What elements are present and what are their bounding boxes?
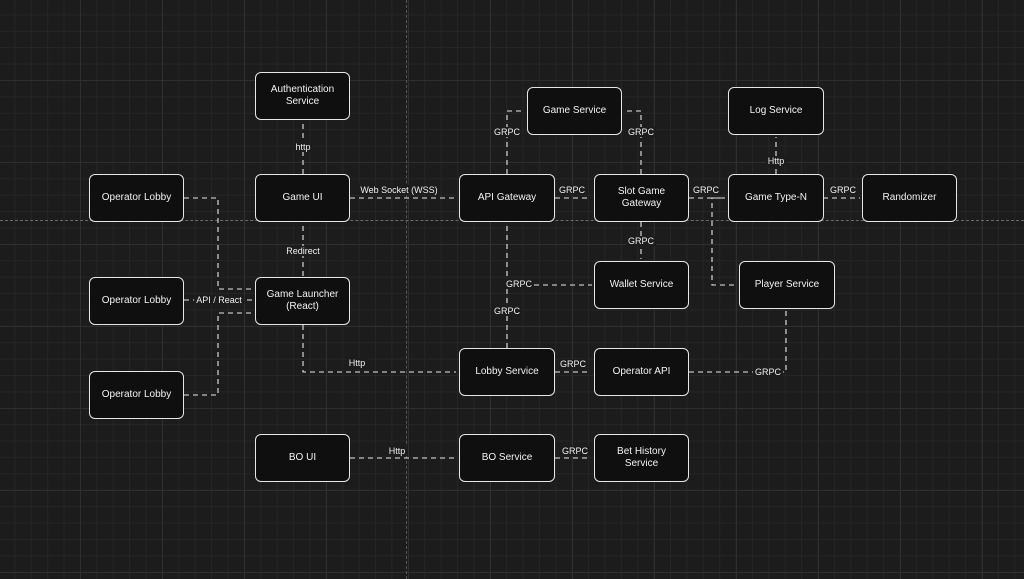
edge-label-grpc-gateway-game: GRPC bbox=[491, 127, 523, 137]
edge-operator-lobby-3-to-launcher bbox=[184, 312, 253, 396]
bo-ui-node[interactable]: BO UI bbox=[255, 434, 350, 482]
edge-game-type-to-player-service bbox=[711, 197, 737, 286]
operator-lobby-node-3[interactable]: Operator Lobby bbox=[89, 371, 184, 419]
operator-lobby-node-1[interactable]: Operator Lobby bbox=[89, 174, 184, 222]
game-type-n-node[interactable]: Game Type-N bbox=[728, 174, 824, 222]
edge-label-grpc-to-wallet: GRPC bbox=[503, 279, 535, 289]
player-service-node[interactable]: Player Service bbox=[739, 261, 835, 309]
vertical-guide-line bbox=[406, 0, 407, 579]
bet-history-service-node[interactable]: Bet History Service bbox=[594, 434, 689, 482]
edge-label-grpc-type-random: GRPC bbox=[827, 185, 859, 195]
edge-label-grpc-operator-player: GRPC bbox=[752, 367, 784, 377]
edge-label-grpc-slot-wallet: GRPC bbox=[625, 236, 657, 246]
randomizer-node[interactable]: Randomizer bbox=[862, 174, 957, 222]
operator-lobby-node-2[interactable]: Operator Lobby bbox=[89, 277, 184, 325]
edge-label-grpc-lobby-operator: GRPC bbox=[557, 359, 589, 369]
edge-label-redirect: Redirect bbox=[284, 246, 322, 256]
edge-label-http-auth: http bbox=[293, 142, 313, 152]
edge-label-http-lobby: Http bbox=[346, 358, 368, 368]
wallet-service-node[interactable]: Wallet Service bbox=[594, 261, 689, 309]
edge-slot-gateway-to-game-service bbox=[625, 110, 642, 174]
edge-api-gateway-to-game-service bbox=[506, 110, 524, 174]
game-service-node[interactable]: Game Service bbox=[527, 87, 622, 135]
game-ui-node[interactable]: Game UI bbox=[255, 174, 350, 222]
edge-label-grpc-slot-type: GRPC bbox=[690, 185, 722, 195]
operator-api-node[interactable]: Operator API bbox=[594, 348, 689, 396]
edge-label-grpc-api-slot: GRPC bbox=[556, 185, 588, 195]
edge-label-grpc-lobby-up: GRPC bbox=[491, 306, 523, 316]
edge-operator-api-to-player-service bbox=[689, 311, 787, 373]
game-launcher-node[interactable]: Game Launcher (React) bbox=[255, 277, 350, 325]
edge-label-grpc-slot-game: GRPC bbox=[625, 127, 657, 137]
edge-label-http-log: Http bbox=[765, 156, 787, 166]
api-gateway-node[interactable]: API Gateway bbox=[459, 174, 555, 222]
lobby-service-node[interactable]: Lobby Service bbox=[459, 348, 555, 396]
edge-label-http-bo: Http bbox=[386, 446, 408, 456]
bo-service-node[interactable]: BO Service bbox=[459, 434, 555, 482]
edge-operator-lobby-1-to-launcher bbox=[184, 197, 253, 290]
auth-service-node[interactable]: Authentication Service bbox=[255, 72, 350, 120]
edge-label-grpc-bo-bet: GRPC bbox=[559, 446, 591, 456]
edge-label-api-react: API / React bbox=[194, 295, 244, 305]
log-service-node[interactable]: Log Service bbox=[728, 87, 824, 135]
edge-label-web-socket: Web Socket (WSS) bbox=[358, 185, 440, 195]
edge-launcher-to-lobby-service bbox=[302, 325, 456, 373]
slot-game-gateway-node[interactable]: Slot Game Gateway bbox=[594, 174, 689, 222]
